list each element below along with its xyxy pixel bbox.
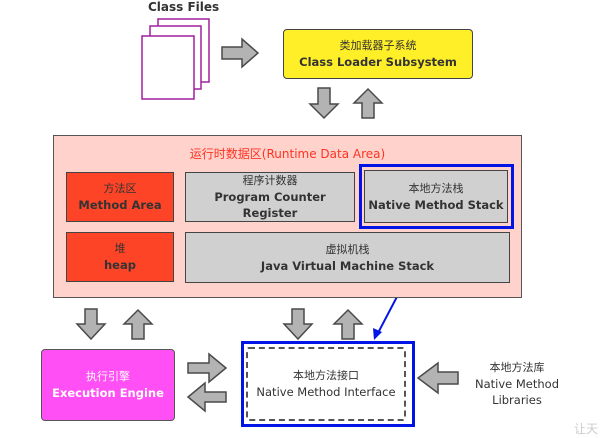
native-method-libraries[interactable]: 本地方法库 Native Method Libraries (462, 360, 572, 408)
class-loader-zh: 类加载器子系统 (339, 39, 417, 52)
native-method-stack-en: Native Method Stack (368, 197, 504, 212)
native-interface-en: Native Method Interface (256, 385, 396, 399)
native-method-stack-zh: 本地方法栈 (408, 181, 464, 195)
jvm-stack-zh: 虚拟机栈 (325, 242, 370, 256)
execution-engine[interactable]: 执行引擎 Execution Engine (41, 349, 175, 421)
arrow-left-icon (186, 381, 227, 413)
pc-register-en: Program Counter Register (214, 190, 326, 220)
method-area-en: Method Area (78, 198, 162, 212)
arrow-left-icon (416, 361, 459, 395)
heap-zh: 堆 (114, 242, 126, 255)
native-method-interface[interactable]: 本地方法接口 Native Method Interface (246, 347, 406, 421)
native-method-stack-highlight (359, 164, 514, 229)
arrow-up-icon (352, 87, 384, 119)
class-loader-en: Class Loader Subsystem (299, 55, 457, 69)
jvm-stack-en: Java Virtual Machine Stack (260, 258, 435, 273)
method-area[interactable]: 方法区 Method Area (66, 172, 174, 222)
arrow-right-icon (187, 352, 228, 384)
native-interface-zh: 本地方法接口 (293, 369, 359, 382)
native-libraries-en1: Native Method (474, 377, 560, 391)
jvm-stack[interactable]: 虚拟机栈 Java Virtual Machine Stack (185, 232, 510, 283)
native-interface-highlight (241, 341, 415, 427)
runtime-data-area-title: 运行时数据区(Runtime Data Area) (189, 147, 386, 161)
arrow-down-icon (308, 87, 340, 120)
native-method-stack[interactable]: 本地方法栈 Native Method Stack (364, 170, 508, 223)
native-libraries-zh: 本地方法库 (489, 361, 545, 374)
native-libraries-en2: Libraries (492, 393, 542, 407)
watermark: 让天 (574, 422, 599, 436)
class-files-label: Class Files (148, 0, 220, 14)
arrowhead-icon (373, 328, 382, 340)
arrow-down-icon (282, 308, 314, 341)
method-area-zh: 方法区 (103, 182, 137, 195)
class-loader-subsystem[interactable]: 类加载器子系统 Class Loader Subsystem (283, 29, 473, 79)
program-counter-register[interactable]: 程序计数器 Program Counter Register (185, 172, 355, 222)
arrow-up-icon (122, 308, 154, 340)
pc-register-zh: 程序计数器 (242, 174, 298, 187)
execution-engine-zh: 执行引擎 (86, 370, 130, 383)
execution-engine-en: Execution Engine (52, 386, 164, 400)
arrow-up-icon (332, 308, 364, 340)
heap[interactable]: 堆 heap (66, 232, 174, 282)
arrow-right-icon (221, 38, 259, 68)
class-files-icon (141, 18, 210, 100)
heap-en: heap (104, 258, 136, 272)
arrow-down-icon (75, 308, 107, 341)
